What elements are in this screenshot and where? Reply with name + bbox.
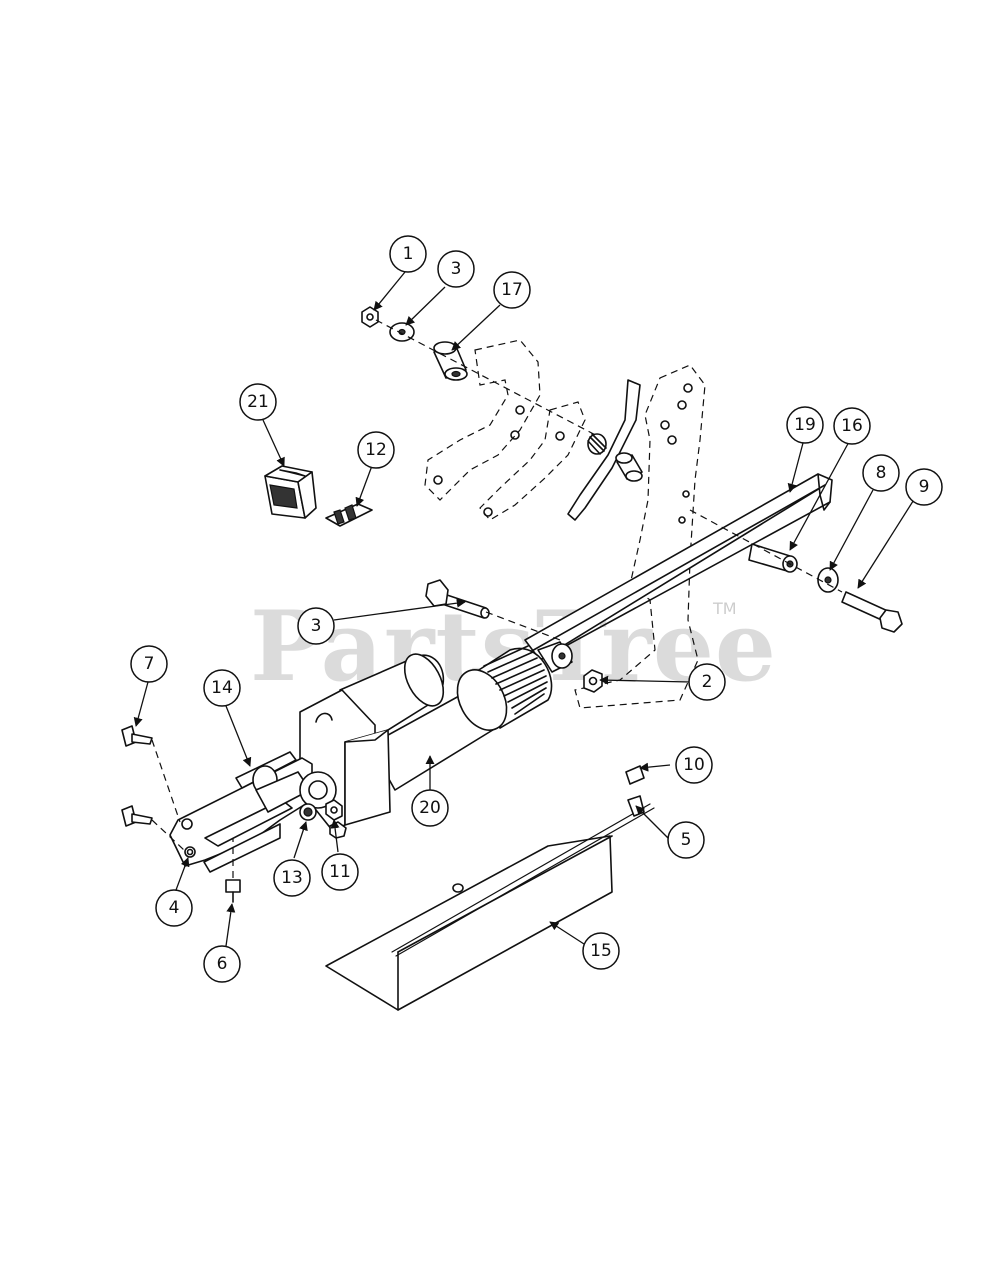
callout-9: 9 (905, 468, 943, 506)
part-21-switch (264, 465, 317, 519)
callout-5: 5 (667, 821, 705, 859)
part-7-screws (121, 725, 185, 851)
part-spring (567, 379, 641, 521)
part-10-screw (625, 765, 645, 785)
callout-21: 21 (239, 383, 277, 421)
callout-12: 12 (357, 431, 395, 469)
callout-4-label: 4 (169, 898, 180, 918)
part-bracket-arm (424, 339, 541, 501)
parts (121, 306, 903, 1011)
part-6-screw (225, 838, 241, 903)
callout-20-label: 20 (419, 798, 441, 818)
callout-7: 7 (130, 645, 168, 683)
part-17-spacer (433, 341, 468, 381)
callout-13: 13 (273, 859, 311, 897)
callout-2: 2 (688, 663, 726, 701)
callout-19: 19 (786, 406, 824, 444)
callout-3-mid: 3 (297, 607, 335, 645)
callout-16-label: 16 (841, 416, 863, 436)
callout-11-label: 11 (329, 862, 351, 882)
callout-17-label: 17 (501, 280, 523, 300)
part-15-cover (325, 803, 655, 1011)
callout-1: 1 (389, 235, 427, 273)
callout-13-label: 13 (281, 868, 303, 888)
watermark-tm: TM (712, 599, 737, 618)
part-plate-spacer (615, 452, 643, 482)
callout-14: 14 (203, 669, 241, 707)
callout-6: 6 (203, 945, 241, 983)
leader-lines (133, 271, 916, 947)
callout-10-label: 10 (683, 755, 705, 775)
callout-17: 17 (493, 271, 531, 309)
callout-6-label: 6 (217, 954, 228, 974)
callout-5-label: 5 (681, 830, 692, 850)
part-4-hole (186, 848, 194, 856)
part-16-spacer (748, 543, 798, 573)
part-8-washer (817, 567, 839, 593)
callout-11: 11 (321, 853, 359, 891)
callout-3-top: 3 (437, 250, 475, 288)
callout-14-label: 14 (211, 678, 233, 698)
part-lever-link (479, 401, 586, 521)
callout-21-label: 21 (247, 392, 269, 412)
part-1-nut (361, 306, 379, 328)
callout-12-label: 12 (365, 440, 387, 460)
callouts: 1 3 17 21 12 19 16 8 (130, 235, 943, 983)
part-12-terminal (325, 503, 373, 527)
part-20-actuator (299, 641, 573, 831)
part-9-bolt (841, 591, 903, 633)
part-mounting-plate (574, 364, 706, 709)
callout-8-label: 8 (876, 463, 887, 483)
callout-8: 8 (862, 454, 900, 492)
callout-16: 16 (833, 407, 871, 445)
callout-4: 4 (155, 889, 193, 927)
part-13-pin (299, 803, 317, 821)
callout-15: 15 (582, 932, 620, 970)
callout-10: 10 (675, 746, 713, 784)
callout-7-label: 7 (144, 654, 155, 674)
part-2-nut (583, 669, 603, 693)
part-clevis (252, 765, 337, 813)
callout-20: 20 (411, 789, 449, 827)
callout-1-label: 1 (403, 244, 414, 264)
callout-19-label: 19 (794, 415, 816, 435)
callout-15-label: 15 (590, 941, 612, 961)
callout-3-top-label: 3 (451, 259, 462, 279)
callout-3-mid-label: 3 (311, 616, 322, 636)
callout-9-label: 9 (919, 477, 930, 497)
callout-2-label: 2 (702, 672, 713, 692)
